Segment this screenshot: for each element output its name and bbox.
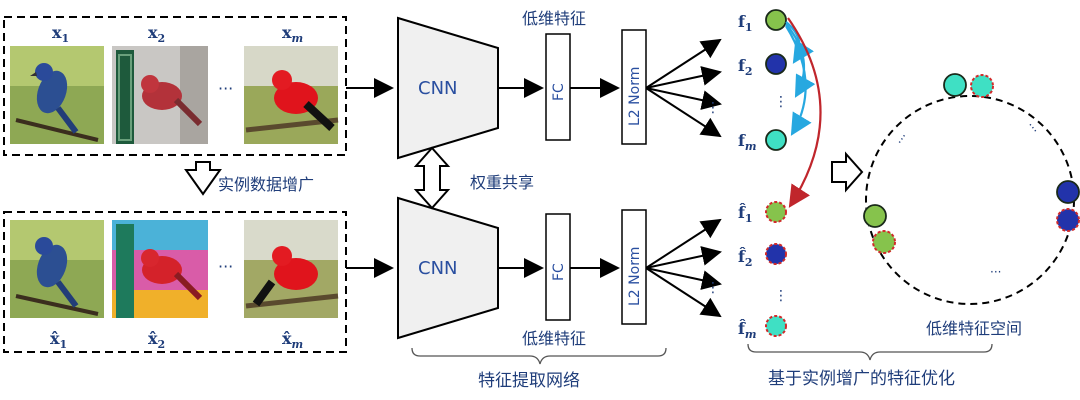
space-dots-bottom: ··· <box>990 265 1001 279</box>
space-dot-f1 <box>863 204 887 228</box>
blue-arrow-f1-f2 <box>785 21 814 64</box>
label-xhat1: x̂1 <box>50 329 67 351</box>
lowdim-feature-label-top: 低维特征 <box>522 9 586 28</box>
label-f2: f2 <box>738 56 753 78</box>
feature-dot-fhatm <box>765 315 787 337</box>
arrow-to-fhat1 <box>645 218 722 269</box>
label-xhatm: x̂m <box>282 329 303 351</box>
augment-label: 实例数据增广 <box>218 175 314 194</box>
vdots-features-bottom: ⋮ <box>774 288 788 304</box>
space-dot-fhat1 <box>872 230 896 254</box>
fc-bottom-label: FC <box>551 263 567 281</box>
label-fhat2: f̂2 <box>738 247 753 269</box>
space-dot-f2 <box>1056 180 1080 204</box>
optimization-label: 基于实例增广的特征优化 <box>768 369 955 389</box>
augmented-images-box <box>3 211 347 353</box>
feature-dot-f2 <box>765 53 787 75</box>
bird-image-x2 <box>112 46 208 144</box>
arrow-to-fm <box>645 87 722 138</box>
ellipsis-bottom: ··· <box>218 257 233 276</box>
optimization-brace <box>747 343 993 361</box>
weight-share-label: 权重共享 <box>470 173 534 192</box>
blue-arrow-f1-fm <box>785 25 812 136</box>
feature-extraction-brace <box>411 347 667 365</box>
weight-share-arrow <box>413 146 451 210</box>
arrow-to-f-mid <box>645 87 722 110</box>
space-dot-fhatm <box>970 74 994 98</box>
label-f1: f1 <box>738 12 753 34</box>
label-fm: fm <box>738 131 757 153</box>
vdots-arrows-top: ⋮ <box>706 100 720 116</box>
ellipsis-top: ··· <box>218 79 233 98</box>
space-dot-fhat2 <box>1056 208 1080 232</box>
bird-image-xhat1 <box>10 220 104 318</box>
red-arrow-f1-fhat1 <box>787 17 822 208</box>
arrow-to-f2 <box>645 66 722 89</box>
space-dots-upper-left: ··· <box>893 130 911 147</box>
label-fhat1: f̂1 <box>738 203 753 225</box>
space-dot-fm <box>943 73 967 97</box>
original-images-box <box>3 16 347 156</box>
bird-image-x1 <box>10 46 104 144</box>
vdots-features-top: ⋮ <box>774 94 788 110</box>
augment-arrow <box>184 161 222 196</box>
vdots-arrows-bottom: ⋮ <box>706 280 720 296</box>
label-fhatm: f̂m <box>738 319 757 341</box>
cnn-block-top <box>397 16 499 160</box>
feature-space-circle <box>865 95 1075 305</box>
arrow-to-fhat2 <box>645 246 722 269</box>
label-x1: x1 <box>52 23 69 45</box>
bird-image-xhatm <box>244 220 339 318</box>
cnn-bottom-label: CNN <box>418 258 458 279</box>
bird-image-xhat2 <box>112 220 208 318</box>
feature-dot-f1 <box>765 9 787 31</box>
blue-arrow-f1-mid <box>785 23 816 98</box>
feature-dot-fm <box>765 129 787 151</box>
feature-dot-fhat1 <box>765 201 787 223</box>
cnn-block-bottom <box>397 196 499 340</box>
bird-image-xm <box>244 46 339 144</box>
l2norm-top-label: L2 Norm <box>627 67 643 126</box>
l2norm-bottom-label: L2 Norm <box>627 247 643 306</box>
cnn-top-label: CNN <box>418 78 458 99</box>
l2norm-block-bottom <box>621 209 647 325</box>
lowdim-feature-label-bottom: 低维特征 <box>522 329 586 348</box>
label-x2: x2 <box>148 23 165 45</box>
arrow-to-f1 <box>645 38 722 89</box>
fc-top-label: FC <box>551 83 567 101</box>
transition-arrow <box>831 151 864 193</box>
label-xm: xm <box>282 23 303 45</box>
feature-extraction-label: 特征提取网络 <box>478 371 580 391</box>
feature-space-label: 低维特征空间 <box>926 319 1022 338</box>
feature-dot-fhat2 <box>765 243 787 265</box>
arrow-to-fhat-mid <box>645 267 722 290</box>
arrow-to-fhatm <box>645 267 722 318</box>
label-xhat2: x̂2 <box>148 329 165 351</box>
